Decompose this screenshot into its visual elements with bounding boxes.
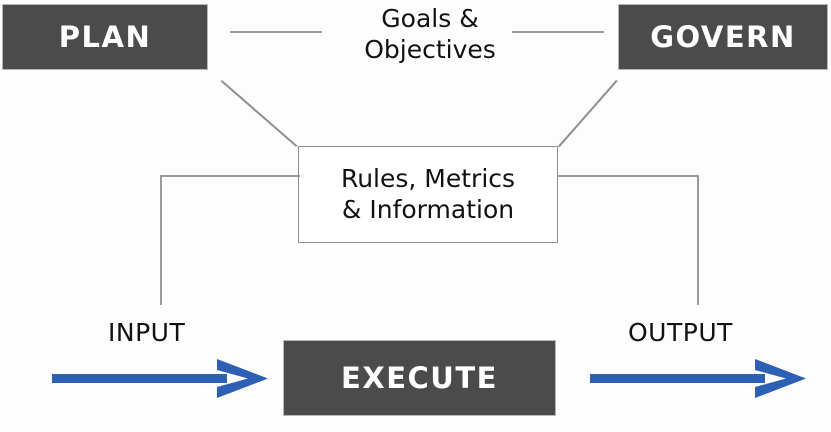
connector-govern-to-rules <box>558 79 618 148</box>
output-arrow <box>590 359 806 398</box>
connector-rules-to-input-vertical <box>160 175 162 305</box>
connector-rules-to-input-horizontal <box>160 175 300 177</box>
goals-line-1: Goals & <box>381 4 479 33</box>
rules-line-1: Rules, Metrics <box>340 164 516 193</box>
connector-plan-to-rules <box>220 80 298 148</box>
plan-box[interactable]: PLAN <box>2 4 208 70</box>
connector-rules-to-output-vertical <box>697 175 699 305</box>
input-arrow <box>52 359 268 398</box>
rules-line-2: & Information <box>341 194 515 224</box>
connector-plan-to-goals <box>230 31 322 33</box>
output-label: OUTPUT <box>628 318 733 347</box>
execute-label: EXECUTE <box>341 361 498 395</box>
goals-objectives-label: Goals & Objectives <box>335 4 525 65</box>
plan-label: PLAN <box>58 20 152 54</box>
connector-goals-to-govern <box>512 31 604 33</box>
govern-label: GOVERN <box>650 20 796 54</box>
connector-rules-to-output-horizontal <box>557 175 699 177</box>
input-label: INPUT <box>108 318 186 347</box>
govern-box[interactable]: GOVERN <box>618 4 828 70</box>
rules-metrics-information-box[interactable]: Rules, Metrics & Information <box>298 146 558 243</box>
execute-box[interactable]: EXECUTE <box>283 340 556 416</box>
goals-line-2: Objectives <box>364 34 496 64</box>
